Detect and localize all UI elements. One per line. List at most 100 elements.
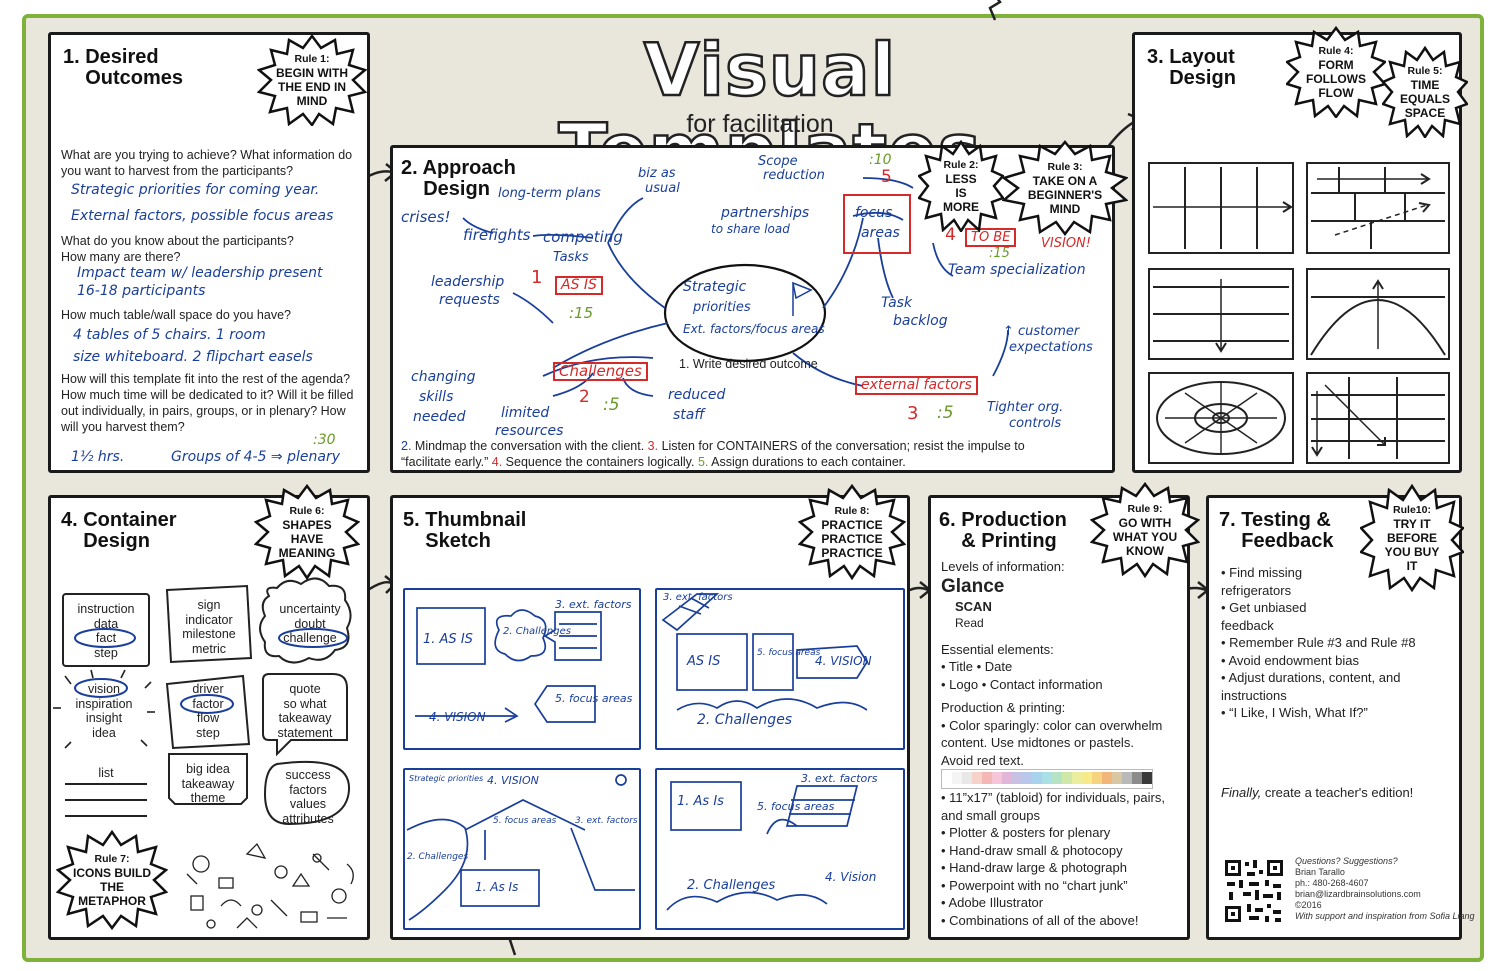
thumbnail-2: 3. ext. factors AS IS 5. focus areas 4. … <box>655 588 905 750</box>
node-scope: Scope <box>758 154 798 169</box>
rule-statement: FORM FOLLOWS FLOW <box>1306 58 1366 100</box>
question: How will this template fit into the rest… <box>61 372 354 434</box>
time-1: :15 <box>569 304 594 322</box>
time-2: :5 <box>603 395 620 415</box>
rule-6-burst: Rule 6:SHAPES HAVE MEANING <box>253 483 361 581</box>
rule-statement: BEGIN WITH THE END IN MIND <box>276 66 348 108</box>
node-biz2: usual <box>645 181 680 196</box>
center-node-line1: Strategic <box>683 279 747 295</box>
mark-3: 3 <box>907 403 919 424</box>
step-text-3: Listen for CONTAINERS of the conversatio… <box>658 439 1025 453</box>
starburst-shape <box>1001 140 1129 237</box>
rule-2-burst: Rule 2:LESS IS MORE <box>916 139 1006 234</box>
thumb-label: 5. focus areas <box>757 648 821 658</box>
answer: Strategic priorities for coming year. <box>71 182 320 198</box>
rule-1-burst: Rule 1:BEGIN WITH THE END IN MIND <box>256 33 368 128</box>
container-challenges: Challenges <box>553 362 648 381</box>
shape-label: instruction <box>77 602 135 616</box>
production-heading: Production & printing: <box>941 700 1066 715</box>
thumbnail-4: 1. As Is 5. focus areas 3. ext. factors … <box>655 768 905 930</box>
rule-number: Rule 5: <box>1407 65 1443 77</box>
step-number-2: 2. <box>401 439 412 453</box>
thumb-label: 3. ext. factors <box>575 816 638 826</box>
icon-doodles <box>186 842 354 929</box>
rule-number: Rule 4: <box>1318 45 1354 57</box>
shape-label: factor <box>192 696 224 711</box>
shape-label: success factors <box>285 768 331 797</box>
shape-label: takeaway <box>278 711 332 725</box>
thumb-label: 5. focus areas <box>555 692 633 705</box>
starburst-shape <box>797 483 907 581</box>
node-team-specialization: Team specialization <box>948 262 1086 278</box>
rule-number: Rule 6: <box>289 505 325 517</box>
starburst-shape <box>1358 483 1466 593</box>
production-item: • 11”x17” (tabloid) for individuals, pai… <box>941 790 1165 805</box>
finally-note: Finally, create a teacher's edition! <box>1221 784 1413 802</box>
thumb-label: 3. ext. factors <box>663 592 733 603</box>
shape-label: data <box>93 616 119 631</box>
production-list: Levels of information: Glance SCAN Read … <box>941 558 1165 929</box>
node-firefights: firefights <box>463 226 531 244</box>
starburst-icon <box>256 33 368 128</box>
shape-label: milestone <box>182 627 236 641</box>
color-swatch <box>1002 772 1012 784</box>
thumb-label: 2. Challenges <box>687 878 776 893</box>
node-requests: requests <box>439 292 500 308</box>
production-item: • Hand-draw large & photograph <box>941 860 1127 875</box>
starburst-shape <box>1284 25 1388 120</box>
answer: 4 tables of 5 chairs. 1 room <box>73 327 266 343</box>
shape-label: idea <box>92 725 116 740</box>
thumb-label: 1. As Is <box>677 794 724 809</box>
production-item: and small groups <box>941 807 1040 823</box>
rule-statement: GO WITH WHAT YOU KNOW <box>1112 516 1178 558</box>
thumb-label: AS IS <box>687 654 721 669</box>
essential-item: • Title • Date <box>941 659 1013 674</box>
container-focus-areas-box <box>843 194 911 254</box>
time-4: :15 <box>989 246 1010 261</box>
thumb-label: 4. VISION <box>487 774 539 787</box>
shape-label: step <box>94 645 118 660</box>
color-swatch <box>972 772 982 784</box>
panel-approach-design: 2. Approach Design <box>390 145 1115 473</box>
color-swatch <box>1142 772 1152 784</box>
node-resources: resources <box>495 423 564 439</box>
node-long-term-plans: long-term plans <box>498 186 601 201</box>
shape-label: metric <box>191 641 227 656</box>
thumb-label: 1. AS IS <box>423 632 473 647</box>
rule-text: Rule10:TRY IT BEFORE YOU BUY IT <box>1360 484 1464 592</box>
rule-text: Rule 3:TAKE ON A BEGINNER'S MIND <box>1002 140 1128 236</box>
node-share-load: to share load <box>711 222 790 236</box>
color-swatch <box>1102 772 1112 784</box>
rule-number: Rule 8: <box>834 505 870 517</box>
contact-line: With support and inspiration from Sofia … <box>1295 911 1475 921</box>
shape-label: takeaway <box>181 776 235 791</box>
level-scan: SCAN <box>955 598 992 614</box>
color-swatch <box>1042 772 1052 784</box>
node-competing: competing <box>543 228 623 246</box>
rule-3-burst: Rule 3:TAKE ON A BEGINNER'S MIND <box>1001 140 1129 237</box>
center-caption: 1. Write desired outcome <box>679 357 818 371</box>
node-crises: crises! <box>401 208 451 226</box>
mark-5: 5 <box>881 167 892 187</box>
finally-em: Finally, <box>1221 785 1262 800</box>
thumb-label: 4. VISION <box>815 654 872 668</box>
rule-text: Rule 8:PRACTICE PRACTICE PRACTICE <box>798 484 906 580</box>
node-controls: controls <box>1009 416 1062 431</box>
rule-number: Rule 7: <box>94 853 130 865</box>
feedback-item: • “I Like, I Wish, What If?” <box>1221 705 1368 720</box>
node-reduction: reduction <box>763 168 825 183</box>
rule-statement: LESS IS MORE <box>943 172 979 214</box>
finally-text: create a teacher's edition! <box>1261 785 1414 800</box>
rule-7-burst: Rule 7:ICONS BUILD THE METAPHOR <box>55 829 169 931</box>
feedback-item: refrigerators <box>1221 582 1292 598</box>
container-vision: VISION! <box>1041 236 1091 251</box>
thumb-label: 4. Vision <box>825 870 877 884</box>
node-tighter-org: Tighter org. <box>987 400 1064 415</box>
rule-statement: PRACTICE PRACTICE PRACTICE <box>821 518 883 560</box>
starburst-icon <box>797 483 907 581</box>
step-number-5: 5. <box>697 455 709 469</box>
rule-statement: TAKE ON A BEGINNER'S MIND <box>1027 174 1103 216</box>
feedback-item: • Remember Rule #3 and Rule #8 <box>1221 635 1416 650</box>
